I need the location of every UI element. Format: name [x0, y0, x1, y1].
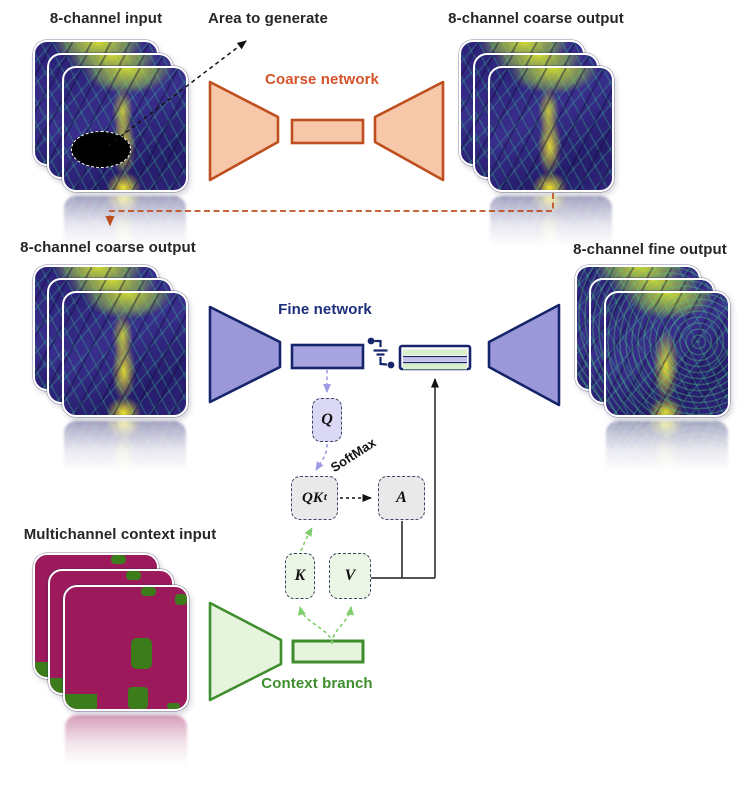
landcover-patch: [167, 702, 180, 709]
landcover-patch: [110, 555, 127, 564]
a-box: A: [378, 476, 425, 520]
fine-bottleneck: [290, 343, 365, 370]
q-to-qk-arrow: [315, 443, 328, 471]
coarse-output-mid-label: 8-channel coarse output: [20, 239, 196, 256]
context-branch-label: Context branch: [261, 675, 373, 692]
area-to-generate-label: Area to generate: [208, 10, 328, 27]
q-box: Q: [312, 398, 342, 442]
coarse-bottleneck: [290, 118, 365, 145]
k-box: K: [285, 553, 315, 599]
coarse-network-label: Coarse network: [265, 71, 379, 88]
coarse-output-stack-top: [459, 40, 615, 252]
concat-feature-block: [398, 344, 472, 371]
fine-output-stack: [575, 265, 731, 477]
coarse-decoder: [373, 80, 445, 182]
v-box: V: [329, 553, 371, 599]
context-to-v-arrow: [331, 606, 354, 645]
k-to-qk-arrow: [300, 527, 313, 552]
landcover-patch: [128, 687, 148, 709]
coarse-output-top-label: 8-channel coarse output: [448, 10, 624, 27]
coarse-output-image: [488, 66, 614, 192]
context-input-stack: [33, 553, 189, 768]
skip-switch-icon: [367, 337, 395, 369]
coarse-output-stack-mid: [33, 265, 189, 477]
context-channel-image: [63, 585, 189, 711]
fine-output-image: [604, 291, 730, 417]
fine-encoder: [208, 305, 282, 404]
mask-ellipse: [71, 131, 132, 169]
stack-reflection: [63, 713, 189, 768]
landcover-patch: [130, 638, 152, 669]
fine-output-label: 8-channel fine output: [573, 241, 727, 258]
input-channel-image: [62, 66, 188, 192]
landcover-patch: [125, 571, 142, 580]
context-input-label: Multichannel context input: [23, 526, 217, 543]
input-label: 8-channel input: [49, 10, 163, 27]
stack-reflection: [62, 419, 188, 474]
input-image-stack: [33, 40, 189, 252]
landcover-patch: [140, 587, 157, 596]
coarse-encoder: [208, 80, 280, 182]
coarse-output-image: [62, 291, 188, 417]
fine-decoder: [487, 303, 561, 407]
context-to-k-arrow: [297, 606, 333, 645]
landcover-patch: [174, 594, 187, 606]
context-bottleneck: [291, 639, 365, 664]
landcover-patch: [65, 694, 97, 709]
stack-reflection: [604, 419, 730, 474]
fine-network-label: Fine network: [278, 301, 372, 318]
